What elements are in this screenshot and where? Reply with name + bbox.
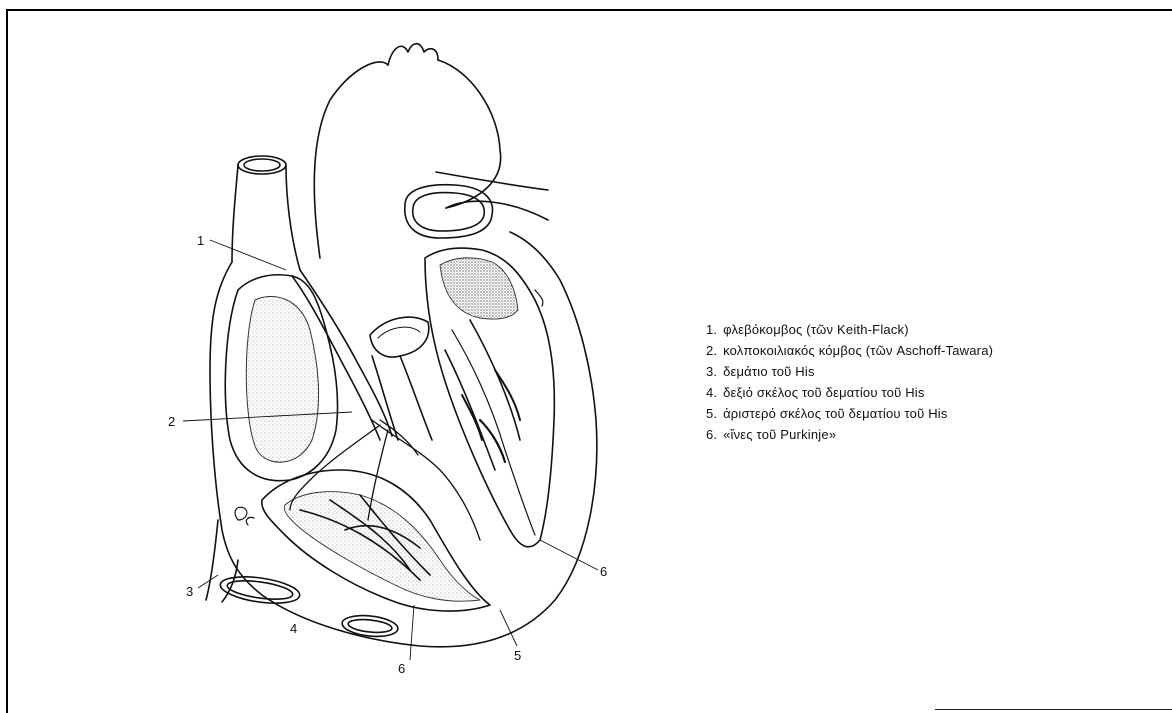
legend-item-6: 6. «ἴνες τοῦ Purkinje» — [706, 425, 1106, 444]
callout-2: 2 — [168, 414, 175, 429]
coronary-sinus — [341, 613, 399, 639]
legend-number: 6. — [706, 427, 717, 442]
atrioventricular-valve — [370, 317, 432, 440]
callout-6-right: 6 — [600, 564, 607, 579]
legend-item-3: 3. δεμάτιο τοῦ His — [706, 362, 1106, 381]
legend-item-5: 5. ἀριστερό σκέλος τοῦ δεματίου τοῦ His — [706, 404, 1106, 423]
leader-6-right — [540, 540, 598, 570]
legend-text: ἀριστερό σκέλος τοῦ δεματίου τοῦ His — [723, 406, 948, 421]
legend-text: δεξιό σκέλος τοῦ δεματίου τοῦ His — [723, 385, 925, 400]
pulmonary-artery — [405, 185, 493, 238]
legend-number: 5. — [706, 406, 717, 421]
legend-number: 1. — [706, 322, 717, 337]
legend-text: «ἴνες τοῦ Purkinje» — [723, 427, 836, 442]
bottom-rule — [935, 709, 1172, 710]
legend-text: φλεβόκομβος (τῶν Keith-Flack) — [723, 322, 909, 337]
legend-number: 2. — [706, 343, 717, 358]
leader-5 — [500, 610, 517, 646]
callout-1: 1 — [197, 233, 204, 248]
inferior-vena-cava — [219, 573, 302, 608]
left-ventricle — [425, 248, 554, 547]
legend-item-1: 1. φλεβόκομβος (τῶν Keith-Flack) — [706, 320, 1106, 339]
leader-1 — [210, 240, 286, 270]
legend-item-4: 4. δεξιό σκέλος τοῦ δεματίου τοῦ His — [706, 383, 1106, 402]
callout-3: 3 — [186, 584, 193, 599]
legend-number: 3. — [706, 364, 717, 379]
leader-3 — [198, 575, 218, 588]
legend-text: κολποκοιλιακός κόμβος (τῶν Aschoff-Tawar… — [723, 343, 993, 358]
right-atrium — [225, 275, 337, 481]
heart-conduction-diagram: 1 2 3 4 5 6 6 — [0, 0, 700, 713]
callout-6-bottom: 6 — [398, 661, 405, 676]
legend: 1. φλεβόκομβος (τῶν Keith-Flack) 2. κολπ… — [706, 320, 1106, 446]
callout-4: 4 — [290, 621, 297, 636]
aorta — [314, 44, 548, 258]
legend-text: δεμάτιο τοῦ His — [723, 364, 815, 379]
callout-5: 5 — [514, 648, 521, 663]
legend-item-2: 2. κολποκοιλιακός κόμβος (τῶν Aschoff-Ta… — [706, 341, 1106, 360]
legend-number: 4. — [706, 385, 717, 400]
leader-6-bottom — [410, 605, 414, 660]
